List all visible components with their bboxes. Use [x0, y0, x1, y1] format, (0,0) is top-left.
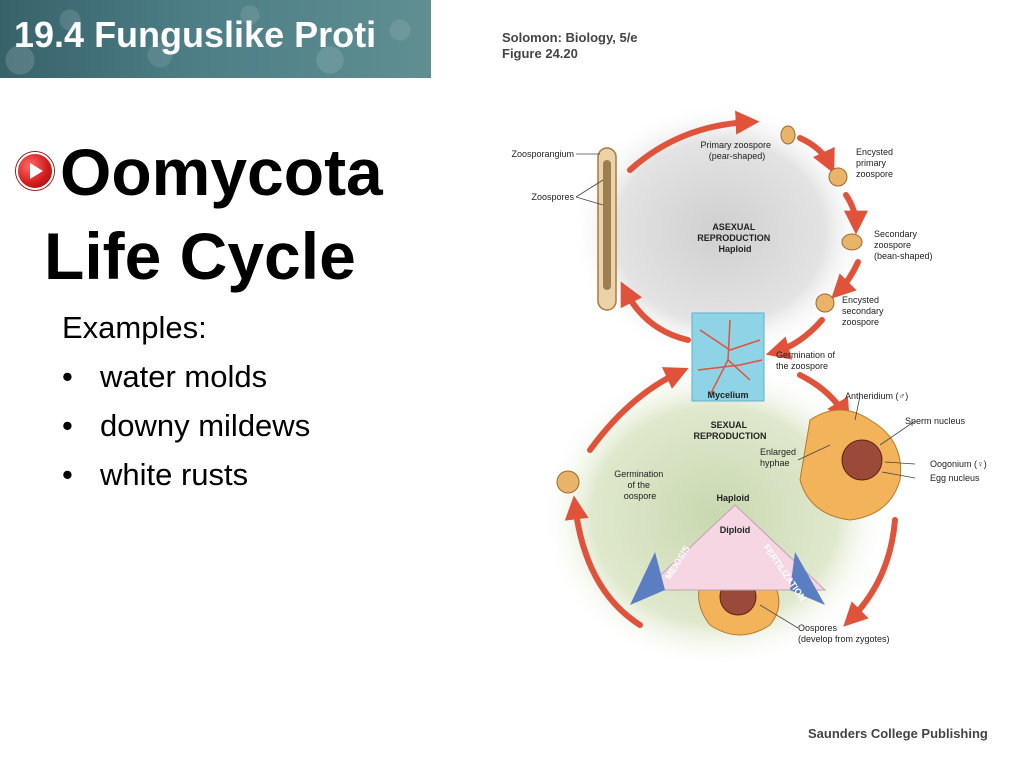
- germination-zoospore-label: Germination of the zoospore: [776, 350, 838, 371]
- sexual-reproduction-label: SEXUAL REPRODUCTION: [693, 420, 766, 441]
- figure-source-number: Figure 24.20: [502, 46, 578, 61]
- germination-oospore-label: Germination of the oospore: [614, 469, 666, 501]
- example-item: downy mildews: [62, 401, 310, 450]
- asexual-cycle-background: [570, 102, 870, 362]
- header-banner: 19.4 Funguslike Proti: [0, 0, 431, 78]
- encysted-primary-zoospore-label: Encysted primary zoospore: [856, 147, 896, 179]
- mycelium-image: [691, 312, 765, 402]
- asexual-reproduction-label: ASEXUAL REPRODUCTION Haploid: [697, 222, 773, 254]
- egg-nucleus-label: Egg nucleus: [930, 473, 980, 483]
- zoospore-icon: [556, 125, 863, 494]
- antheridium-label: Antheridium (♂): [845, 391, 908, 401]
- zoospores-label: Zoospores: [531, 192, 574, 202]
- slide-title-line2: Life Cycle: [44, 219, 356, 293]
- primary-zoospore-label: Primary zoospore (pear-shaped): [700, 140, 773, 161]
- examples-list: Examples: water molds downy mildews whit…: [62, 304, 310, 499]
- example-item: white rusts: [62, 450, 310, 499]
- examples-label: Examples:: [62, 310, 207, 345]
- figure-source-book: Solomon: Biology, 5/e: [502, 30, 638, 45]
- oospores-label: Oospores (develop from zygotes): [798, 623, 890, 644]
- section-title: 19.4 Funguslike Proti: [14, 14, 377, 55]
- zoosporangium-icon: [597, 147, 617, 311]
- oogonium-label: Oogonium (♀): [930, 459, 987, 469]
- haploid-label: Haploid: [717, 493, 750, 503]
- example-item: water molds: [62, 352, 310, 401]
- publisher-credit: Saunders College Publishing: [808, 726, 988, 741]
- slide-title-line1: Oomycota: [60, 135, 383, 209]
- secondary-zoospore-label: Secondary zoospore (bean-shaped): [874, 229, 933, 261]
- label-lines: [575, 153, 916, 629]
- enlarged-hyphae-label: Enlarged hyphae: [760, 447, 799, 468]
- slide-title: Oomycota Life Cycle: [44, 130, 383, 298]
- sperm-nucleus-label: Sperm nucleus: [905, 416, 966, 426]
- zoosporangium-label: Zoosporangium: [511, 149, 574, 159]
- mycelium-label: Mycelium: [707, 390, 748, 400]
- figure-source: Solomon: Biology, 5/e Figure 24.20: [502, 30, 638, 62]
- ploidy-triangle: [630, 504, 827, 605]
- diploid-label: Diploid: [720, 525, 751, 535]
- encysted-secondary-zoospore-label: Encysted secondary zoospore: [842, 295, 886, 327]
- play-bullet-icon: [16, 152, 54, 190]
